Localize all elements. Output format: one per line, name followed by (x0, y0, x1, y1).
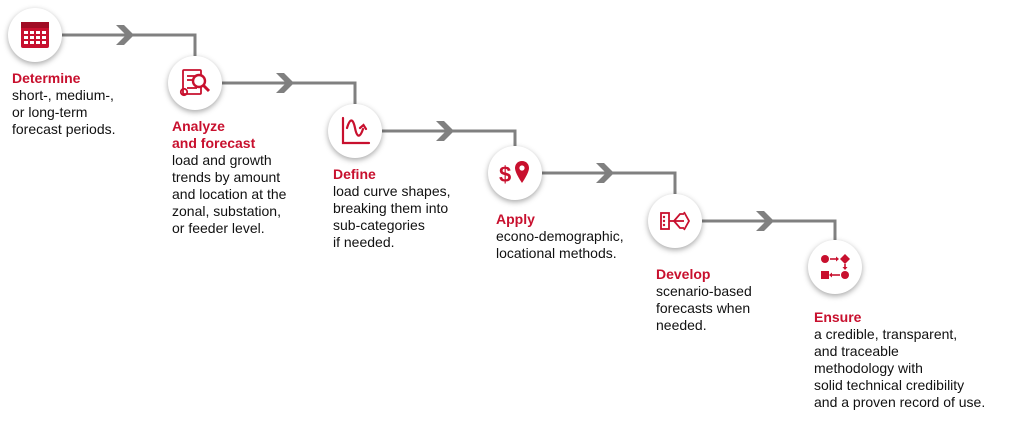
svg-text:$: $ (499, 162, 511, 187)
step-5-circle (648, 194, 702, 248)
step-2-text: Analyze and forecast load and growth tre… (172, 118, 332, 237)
chevron-right-icon (596, 163, 614, 183)
chevron-right-icon (276, 73, 294, 93)
step-3-description: load curve shapes, breaking them into su… (333, 183, 451, 250)
connector-3-4 (382, 129, 517, 146)
step-5-title: Develop (656, 266, 711, 282)
step-1-title: Determine (12, 70, 81, 86)
document-search-icon (179, 69, 211, 97)
step-6-description: a credible, transparent, and traceable m… (814, 326, 986, 410)
step-1-text: Determine short-, medium-, or long-term … (12, 70, 162, 138)
chevron-right-icon (756, 211, 774, 231)
connector-1-2 (62, 33, 197, 56)
chevron-right-icon (116, 25, 134, 45)
step-1-description: short-, medium-, or long-term forecast p… (12, 87, 116, 137)
step-2-description: load and growth trends by amount and loc… (172, 152, 287, 236)
step-6-circle (808, 240, 862, 294)
chevron-right-icon (436, 121, 454, 141)
step-3-text: Define load curve shapes, breaking them … (333, 166, 483, 251)
step-4-description: econo-demographic, locational methods. (496, 228, 624, 261)
connector-4-5 (542, 171, 677, 194)
step-3-circle (328, 104, 382, 158)
step-2-circle (168, 56, 222, 110)
branching-arrows-icon (660, 211, 691, 231)
connector-5-6 (702, 219, 837, 240)
step-6-title: Ensure (814, 309, 862, 325)
step-6-text: Ensure a credible, transparent, and trac… (814, 309, 1019, 411)
connector-2-3 (222, 81, 357, 104)
step-4-text: Apply econo-demographic, locational meth… (496, 211, 646, 262)
load-curve-icon (341, 116, 371, 145)
step-4-title: Apply (496, 211, 535, 227)
process-flow-icon (821, 254, 850, 279)
step-3-title: Define (333, 166, 376, 182)
step-5-text: Develop scenario-based forecasts when ne… (656, 266, 796, 334)
step-4-circle: $ (488, 146, 542, 200)
step-1-circle (8, 8, 62, 62)
calendar-icon (21, 22, 49, 48)
step-2-title: Analyze and forecast (172, 118, 256, 151)
step-5-description: scenario-based forecasts when needed. (656, 283, 752, 333)
dollar-location-icon: $ (499, 161, 529, 187)
